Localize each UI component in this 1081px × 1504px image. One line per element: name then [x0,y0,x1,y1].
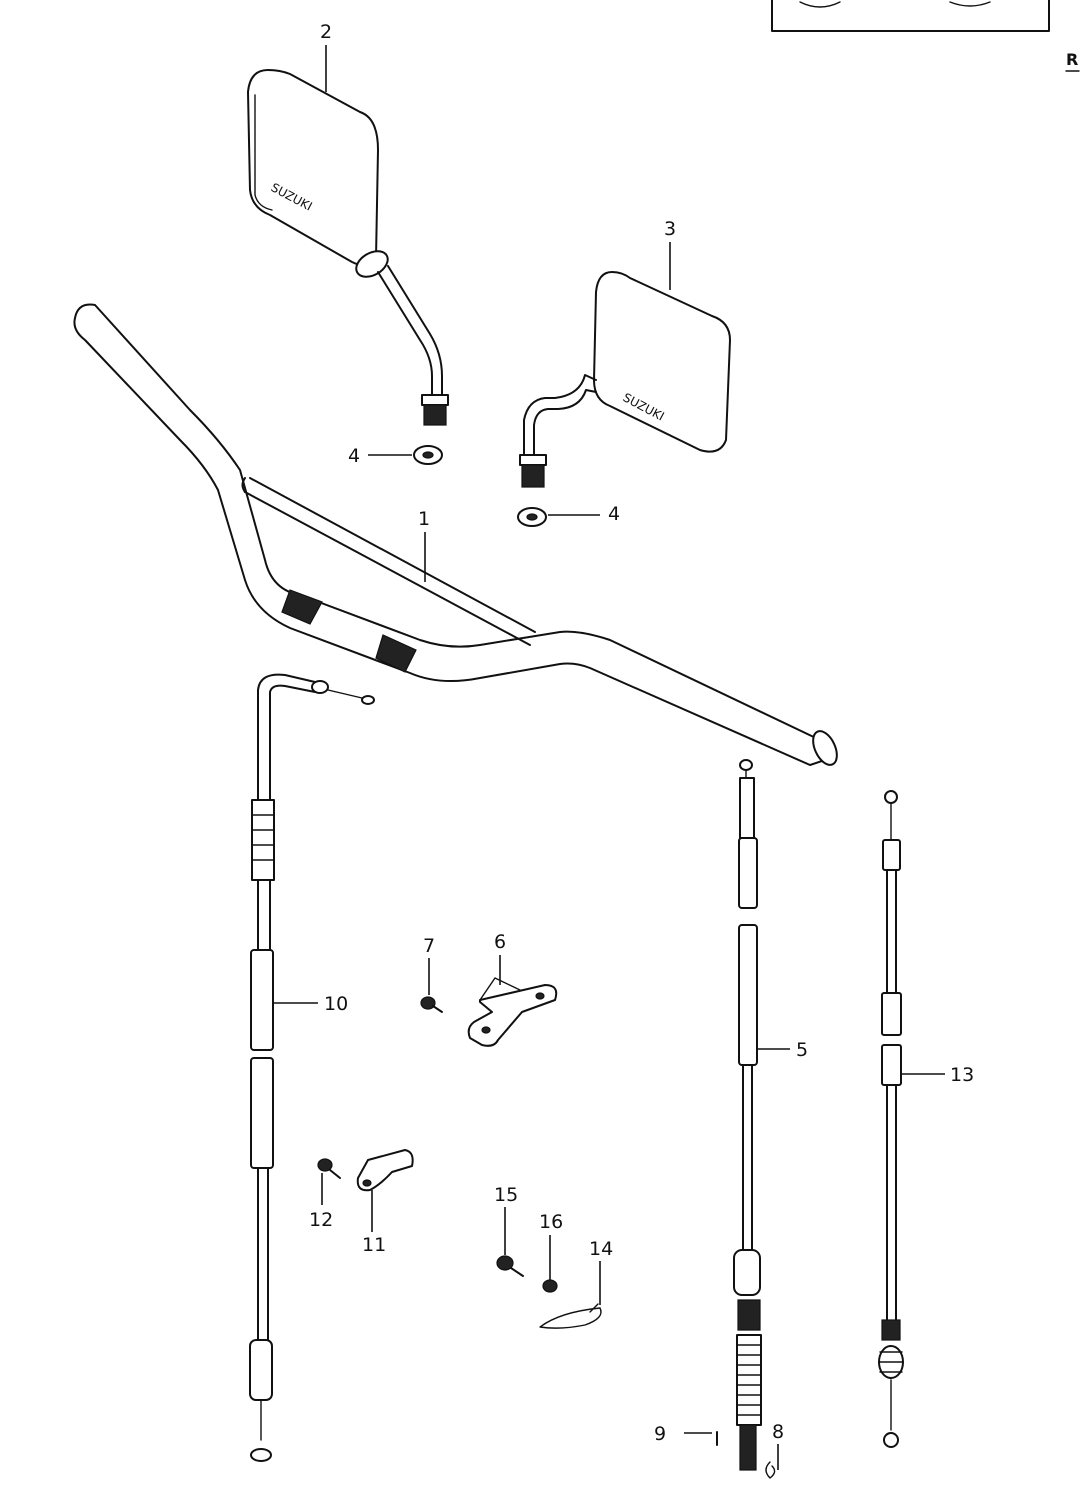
callout-7: 7 [423,935,435,957]
callout-5: 5 [796,1039,808,1061]
callout-4-left: 4 [348,445,360,467]
clutch-cable [249,673,375,1462]
tie-screw [496,1255,524,1277]
cable-tie [539,1303,602,1329]
callout-9: 9 [654,1423,666,1445]
callout-15: 15 [494,1184,518,1206]
bracket [467,977,558,1047]
choke-cable [878,790,904,1448]
callout-11: 11 [362,1234,386,1256]
mirror-left: SUZUKI [247,69,449,426]
callout-10: 10 [324,993,348,1015]
nut-left [413,445,443,465]
callout-3: 3 [664,218,676,240]
handlebar [73,303,838,766]
bracket-screw [420,996,443,1013]
callout-6: 6 [494,931,506,953]
clamp [356,1149,414,1192]
callout-13: 13 [950,1064,974,1086]
callout-16: 16 [539,1211,563,1233]
callout-14: 14 [589,1238,613,1260]
callout-2: 2 [320,21,332,43]
bottom-part-8 [765,1461,776,1479]
callout-4-right: 4 [608,503,620,525]
throttle-cable [733,759,762,1471]
callout-1: 1 [418,508,430,530]
corner-mark: R [1066,50,1078,69]
inset-box-fragment [771,0,1050,32]
callout-8: 8 [772,1421,784,1443]
clamp-screw [317,1158,341,1179]
tie-nut [542,1279,558,1293]
callout-12: 12 [309,1209,333,1231]
mirror-right: SUZUKI [519,271,731,488]
nut-right [517,507,547,527]
